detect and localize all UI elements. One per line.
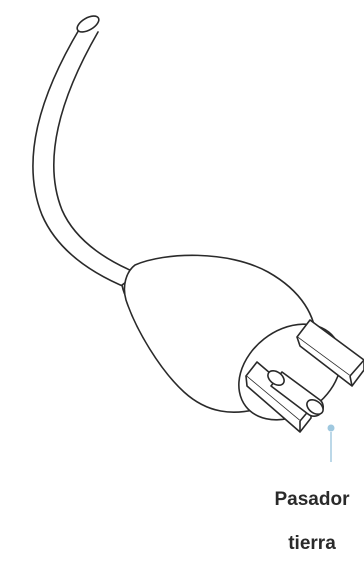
- cable-end-icon: [76, 15, 100, 33]
- plug-diagram: [32, 15, 364, 462]
- flat-blade-upper: [296, 319, 364, 387]
- ground-pin-callout: [327, 424, 335, 462]
- ground-pin-label-line-2: tierra: [288, 533, 336, 554]
- ground-pin-icon: [267, 370, 324, 417]
- ground-pin-label: Pasador tierra: [258, 467, 364, 577]
- plug-cable: [32, 27, 151, 296]
- ground-pin-label-line-1: Pasador: [274, 489, 350, 510]
